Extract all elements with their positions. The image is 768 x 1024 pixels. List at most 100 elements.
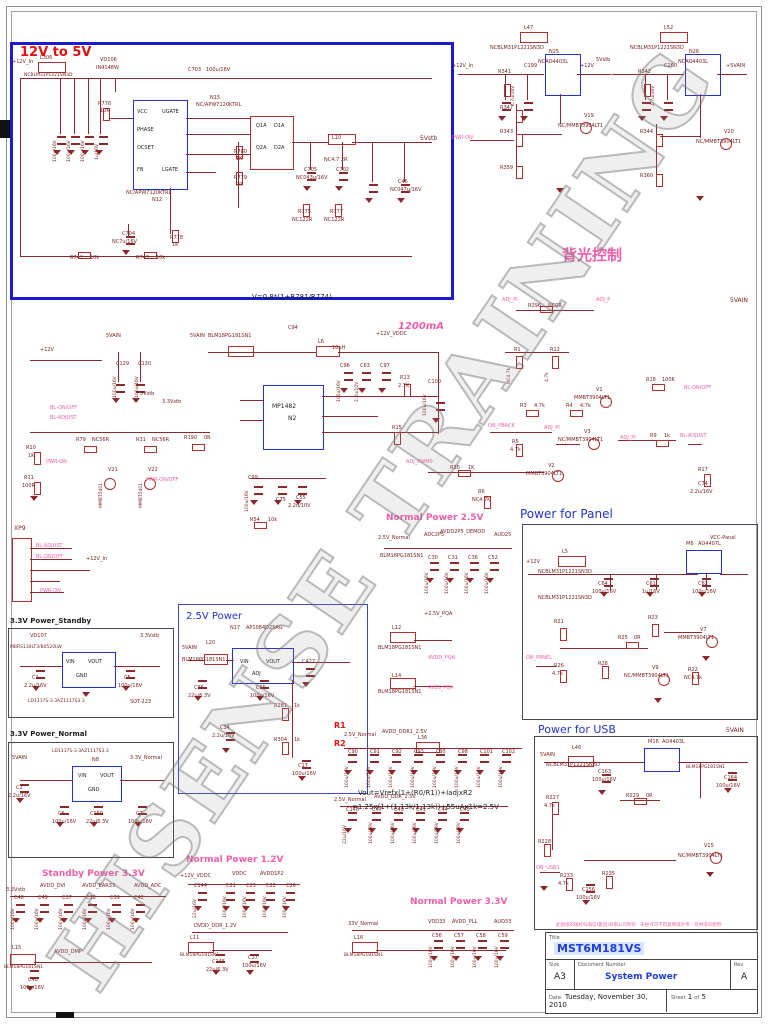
component-label: C145: [212, 959, 226, 965]
wire: [128, 224, 129, 236]
component-label: N17: [230, 625, 241, 631]
capacitor-icon: [370, 754, 379, 763]
ground-icon: [194, 906, 202, 911]
capacitor-icon: [382, 372, 391, 381]
component-label: 100u/16V: [250, 693, 275, 699]
component-label: C49: [38, 895, 48, 901]
component-label: R343: [500, 129, 514, 135]
component-label: MMBT3904LT1: [574, 395, 611, 401]
wire: [240, 400, 263, 401]
component-label: 4.7k: [510, 447, 521, 453]
component-label: 5VAIN: [540, 752, 555, 758]
ground-icon: [600, 592, 608, 597]
component-label: 100u/16V: [107, 908, 112, 930]
wire: [240, 420, 263, 421]
component-label: 100u/16V: [576, 895, 601, 901]
ground-icon: [84, 918, 92, 923]
component-label: V20: [724, 129, 734, 135]
component-label: 2.2u/16V: [690, 489, 713, 495]
component-label: L14: [392, 673, 402, 679]
component-label: 5VAIN: [730, 297, 748, 304]
title-block-doc-row: Size A3 Document Number System Power Rev…: [546, 960, 757, 990]
component-label: N15: [210, 95, 221, 101]
component-label: XP9: [14, 525, 26, 532]
wire: [470, 140, 514, 141]
component-label: L12: [392, 625, 402, 631]
component-box: [188, 942, 214, 953]
component-label: 10uH: [332, 345, 346, 351]
resistor-icon: [656, 134, 663, 147]
component-label: R778: [170, 235, 184, 241]
component-label: AVDD_DDR_2.5V: [374, 794, 416, 800]
component-label: 100u/16V: [592, 777, 617, 783]
component-label: NC/MMBT3904LT1: [696, 139, 742, 145]
capacitor-icon: [664, 102, 673, 111]
component-label: 2.5V_Normal: [334, 797, 366, 803]
capacitor-icon: [450, 562, 459, 571]
ground-icon: [134, 822, 142, 827]
component-label: 3.3Vstb: [6, 887, 26, 893]
component-label: NC56R: [152, 437, 170, 443]
component-label: ADJ: [252, 671, 261, 677]
component-label: C58: [476, 933, 486, 939]
component-label: C74: [698, 481, 708, 487]
resistor-icon: [544, 844, 551, 857]
net-label: PWR-ON: [40, 588, 61, 594]
section-box: [178, 604, 368, 794]
component-label: V22: [148, 467, 158, 473]
resistor-icon: [282, 742, 289, 755]
component-label: C96: [340, 363, 350, 369]
ground-icon: [454, 770, 462, 775]
component-label: C43: [394, 807, 404, 813]
ground-icon: [95, 150, 103, 155]
component-label: C57: [454, 933, 464, 939]
component-label: ADC2P5: [424, 532, 445, 538]
capacitor-icon: [436, 754, 445, 763]
wire: [186, 154, 250, 155]
ground-icon: [660, 116, 668, 121]
component-label: 3.3V_Normal: [130, 755, 162, 761]
wire: [100, 78, 101, 134]
component-label: R54: [250, 517, 260, 523]
component-label: 10k: [90, 255, 100, 261]
sheet-number: 1: [687, 993, 693, 1001]
capacitor-icon: [490, 562, 499, 571]
component-label: C2: [16, 785, 23, 791]
component-label: C44: [438, 807, 448, 813]
component-label: R17: [698, 467, 708, 473]
component-box: [352, 942, 378, 953]
component-label: 100u/16V: [389, 766, 394, 788]
wire: [372, 142, 373, 182]
wire: [505, 74, 506, 100]
component-label: AO4407L: [698, 541, 721, 547]
ground-icon: [282, 906, 290, 911]
title-block-title-row: Title MST6M181VS: [546, 933, 757, 960]
component-label: C56: [432, 933, 442, 939]
component-label: BLM18PG181SN1: [182, 657, 226, 663]
resistor-icon: [652, 384, 665, 391]
wire: [60, 78, 61, 134]
ic-box: [685, 54, 721, 96]
ground-icon: [250, 500, 258, 505]
wire: [110, 118, 133, 119]
net-label: BL-ADJUST: [36, 543, 63, 549]
component-label: +12V: [580, 63, 594, 69]
component-label: 100u/16V: [423, 394, 428, 416]
capacitor-icon: [604, 578, 613, 587]
resistor-icon: [526, 410, 539, 417]
component-label: 100R: [22, 483, 36, 489]
ic-box: [133, 100, 188, 190]
capacitor-icon: [226, 892, 235, 901]
component-label: 10k: [268, 517, 278, 523]
sheets-total: 5: [701, 993, 706, 1001]
wire: [428, 472, 544, 473]
component-label: BLM18PG181SN1: [208, 333, 252, 339]
component-label: 100u/16V: [345, 766, 350, 788]
ground-icon: [486, 578, 494, 583]
component-label: V1: [596, 387, 603, 393]
component-label: 0R: [646, 793, 653, 799]
resistor-icon: [560, 628, 567, 641]
component-label: NCBLM31P1221SN3D: [538, 569, 592, 575]
ground-icon: [430, 956, 438, 961]
component-label: 100u/16V: [20, 985, 45, 991]
